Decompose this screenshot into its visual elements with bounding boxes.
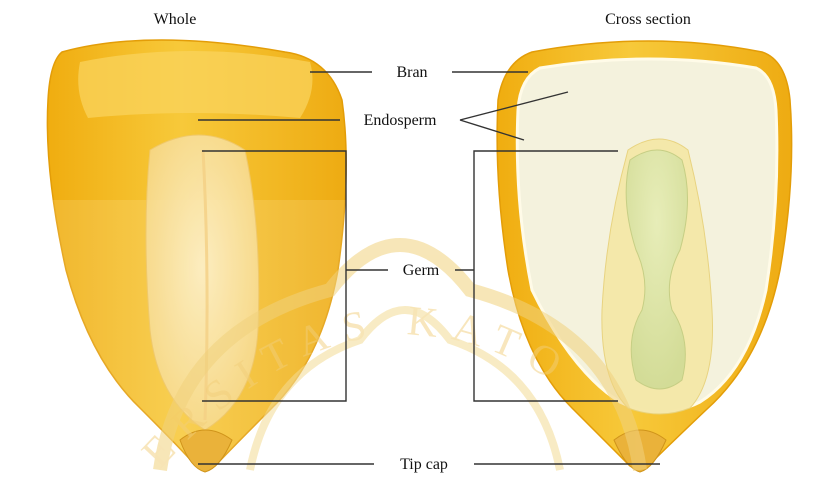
whole-kernel-crown bbox=[78, 51, 312, 118]
label-germ: Germ bbox=[403, 262, 440, 279]
label-tip-cap: Tip cap bbox=[400, 456, 448, 473]
label-bran: Bran bbox=[396, 64, 427, 81]
heading-cross-section: Cross section bbox=[605, 11, 691, 28]
heading-whole: Whole bbox=[154, 11, 197, 28]
label-endosperm: Endosperm bbox=[364, 112, 437, 129]
